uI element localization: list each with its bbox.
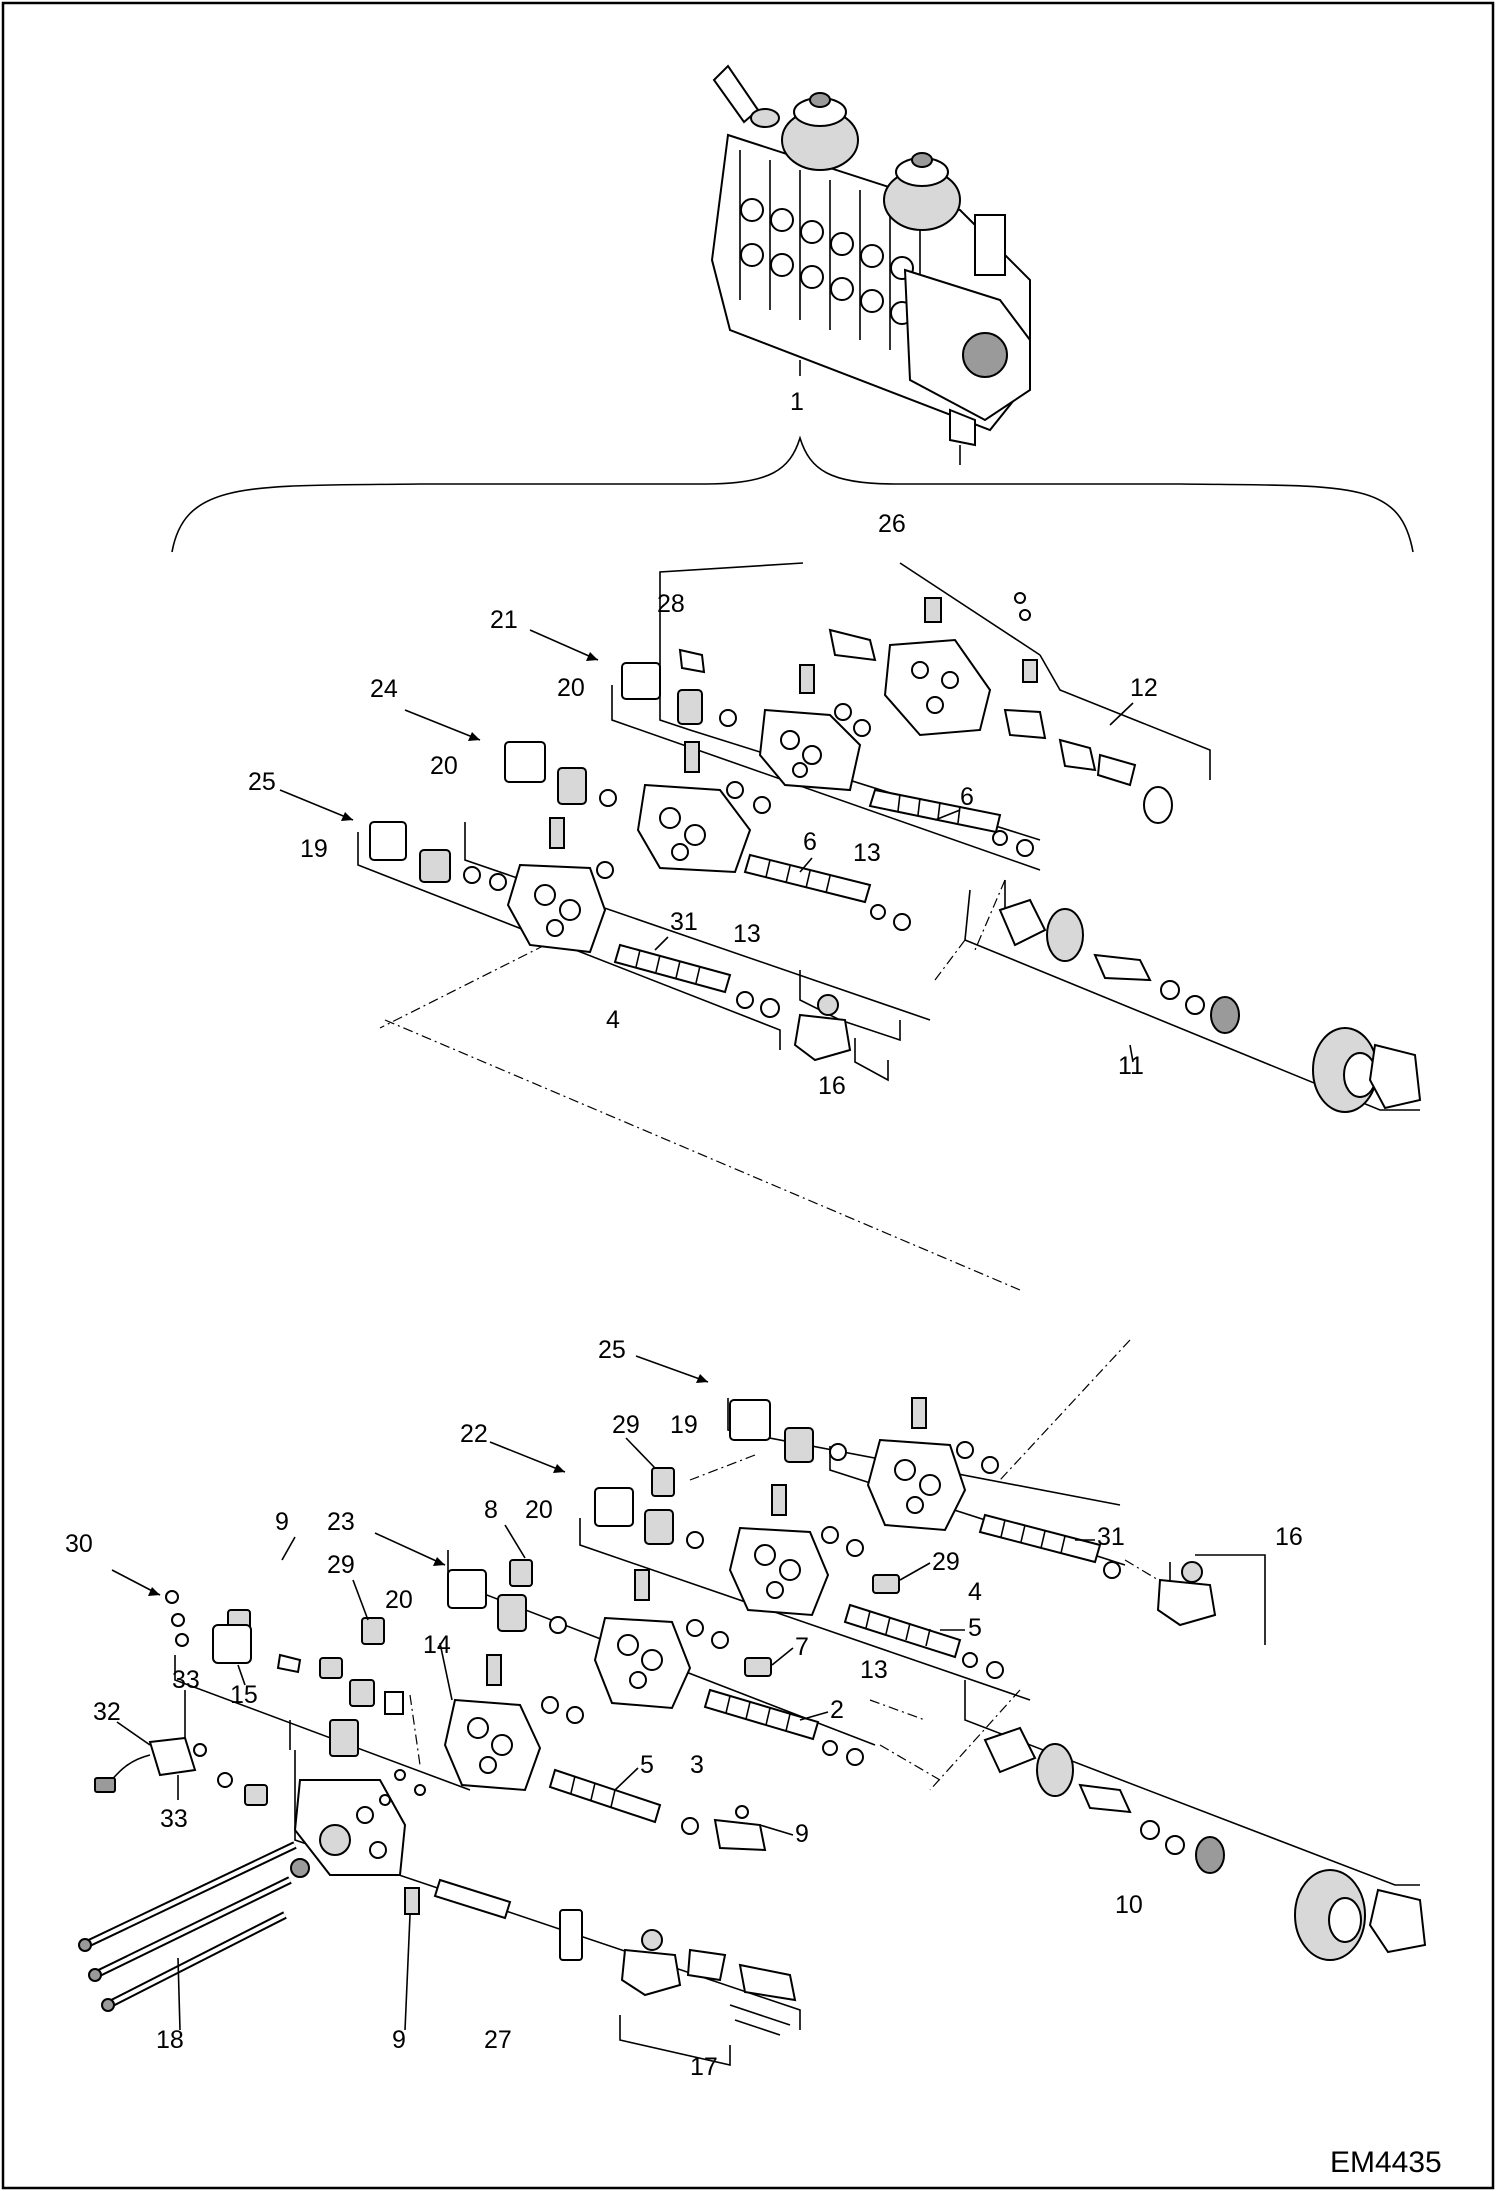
callout-20: 20 — [430, 752, 458, 780]
callout-25: 25 — [248, 768, 276, 796]
callout-29: 29 — [932, 1548, 960, 1576]
callout-3: 3 — [690, 1751, 704, 1779]
callout-9: 9 — [795, 1820, 809, 1848]
callout-1: 1 — [790, 388, 804, 416]
callout-20: 20 — [385, 1586, 413, 1614]
callout-14: 14 — [423, 1631, 451, 1659]
callout-10: 10 — [1115, 1891, 1143, 1919]
callout-32: 32 — [93, 1698, 121, 1726]
callout-13: 13 — [733, 920, 761, 948]
callout-29: 29 — [612, 1411, 640, 1439]
callout-20: 20 — [525, 1496, 553, 1524]
callout-leaders — [116, 702, 1134, 2031]
assembly-brace — [171, 435, 1414, 553]
callout-7: 7 — [795, 1633, 809, 1661]
callout-19: 19 — [670, 1411, 698, 1439]
callout-30: 30 — [65, 1530, 93, 1558]
callout-2: 2 — [830, 1696, 844, 1724]
callout-12: 12 — [1130, 674, 1158, 702]
upper-exploded-group — [279, 562, 1422, 1481]
callout-11: 11 — [1118, 1052, 1144, 1080]
callout-6: 6 — [803, 828, 817, 856]
callout-13: 13 — [853, 839, 881, 867]
lower-exploded-group — [78, 1355, 1427, 2067]
callout-33: 33 — [160, 1805, 188, 1833]
callout-13: 13 — [860, 1656, 888, 1684]
callout-22: 22 — [460, 1420, 488, 1448]
callout-25: 25 — [598, 1336, 626, 1364]
callout-8: 8 — [484, 1496, 498, 1524]
callout-6: 6 — [960, 783, 974, 811]
callout-18: 18 — [156, 2026, 184, 2054]
callout-21: 21 — [490, 606, 518, 634]
callout-17: 17 — [690, 2053, 718, 2081]
callout-31: 31 — [670, 908, 698, 936]
drawing-code: EM4435 — [1330, 2146, 1442, 2179]
callout-27: 27 — [484, 2026, 512, 2054]
callout-5: 5 — [968, 1614, 982, 1642]
callout-29: 29 — [327, 1551, 355, 1579]
callout-5: 5 — [640, 1751, 654, 1779]
callout-9: 9 — [275, 1508, 289, 1536]
callout-16: 16 — [1275, 1523, 1303, 1551]
callout-labels: 1 26 28 21 20 12 24 20 6 6 25 19 13 13 3… — [65, 388, 1303, 2081]
callout-15: 15 — [230, 1681, 258, 1709]
callout-24: 24 — [370, 675, 398, 703]
callout-31: 31 — [1097, 1523, 1125, 1551]
callout-23: 23 — [327, 1508, 355, 1536]
callout-20: 20 — [557, 674, 585, 702]
assembled-valve-illustration — [710, 64, 1031, 465]
callout-26: 26 — [878, 510, 906, 538]
callout-28: 28 — [657, 590, 685, 618]
callout-4: 4 — [606, 1006, 620, 1034]
callout-19: 19 — [300, 835, 328, 863]
callout-16: 16 — [818, 1072, 846, 1100]
callout-33: 33 — [172, 1666, 200, 1694]
callout-4: 4 — [968, 1578, 982, 1606]
callout-9: 9 — [392, 2026, 406, 2054]
